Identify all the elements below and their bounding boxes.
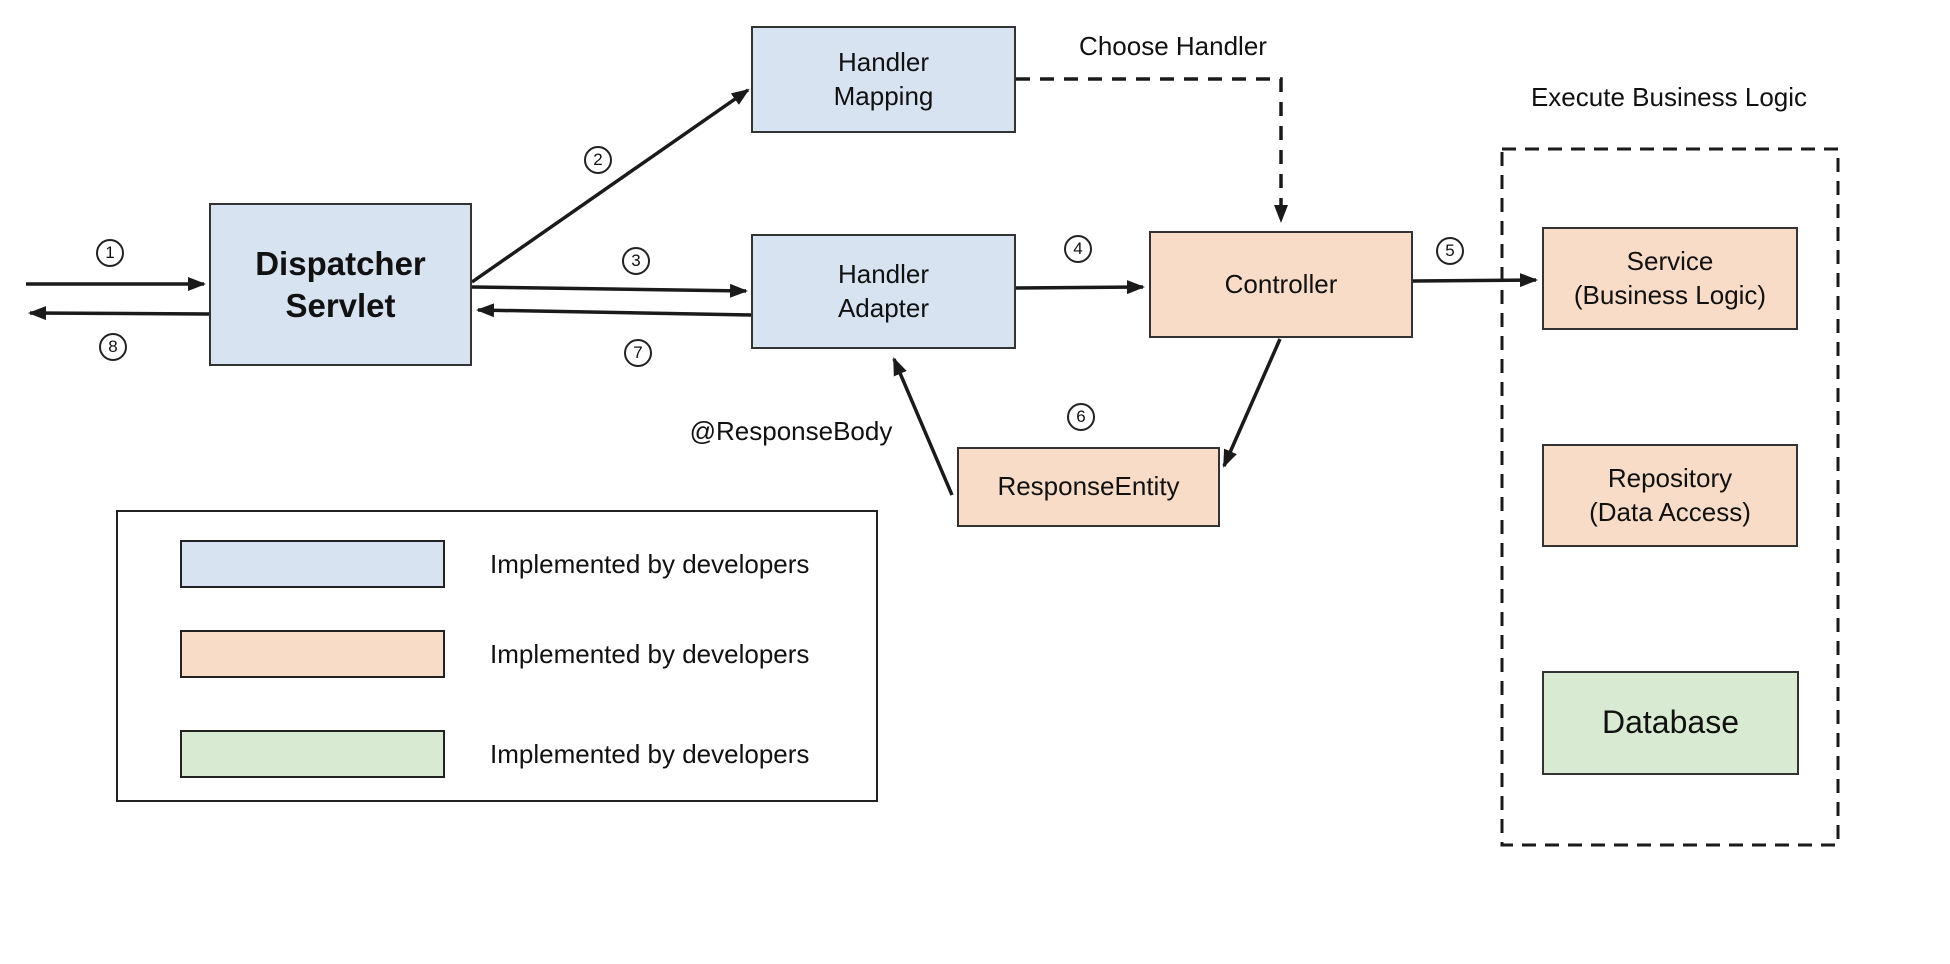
arrow-to-service	[1412, 273, 1538, 288]
node-handler-mapping: Handler Mapping	[751, 26, 1016, 133]
legend-item-green: Implemented by developers	[118, 730, 876, 778]
arrow-to-controller	[1015, 280, 1145, 295]
arrow-choose-handler-dashed	[1016, 77, 1288, 223]
legend-box: Implemented by developers Implemented by…	[116, 510, 878, 802]
arrow-to-handler-mapping	[471, 88, 750, 284]
node-dispatcher-servlet: Dispatcher Servlet	[209, 203, 472, 366]
step-4-badge: 4	[1064, 235, 1092, 263]
response-body-label: @ResponseBody	[689, 416, 893, 446]
legend-label: Implemented by developers	[490, 548, 810, 579]
legend-swatch-blue	[180, 540, 445, 588]
node-service: Service (Business Logic)	[1542, 227, 1798, 330]
legend-label: Implemented by developers	[490, 738, 810, 769]
legend-swatch-green	[180, 730, 445, 778]
step-3-badge: 3	[622, 247, 650, 275]
arrow-response-out	[28, 306, 210, 321]
legend-label: Implemented by developers	[490, 638, 810, 669]
step-8-badge: 8	[99, 333, 127, 361]
node-controller: Controller	[1149, 231, 1413, 338]
legend-item-blue: Implemented by developers	[118, 540, 876, 588]
legend-item-orange: Implemented by developers	[118, 630, 876, 678]
node-handler-adapter: Handler Adapter	[751, 234, 1016, 349]
step-6-badge: 6	[1067, 403, 1095, 431]
execute-business-logic-label: Execute Business Logic	[1530, 82, 1808, 112]
node-database: Database	[1542, 671, 1799, 775]
node-repository: Repository (Data Access)	[1542, 444, 1798, 547]
legend-swatch-orange	[180, 630, 445, 678]
node-response-entity: ResponseEntity	[957, 447, 1220, 527]
business-logic-dashed-boundary	[1500, 147, 1840, 847]
choose-handler-label: Choose Handler	[1079, 31, 1267, 61]
step-2-badge: 2	[584, 146, 612, 174]
arrow-response-body	[892, 357, 954, 496]
step-7-badge: 7	[624, 339, 652, 367]
step-1-badge: 1	[96, 239, 124, 267]
arrow-to-handler-adapter	[471, 283, 748, 298]
arrow-to-response-entity	[1222, 338, 1282, 468]
arrow-to-dispatcher	[476, 303, 752, 318]
step-5-badge: 5	[1436, 237, 1464, 265]
